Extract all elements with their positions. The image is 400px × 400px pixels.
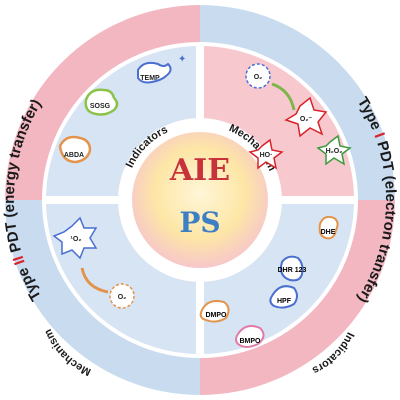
- sparkle-icon: ✦: [178, 54, 186, 65]
- peroxide-star-icon: [316, 134, 352, 166]
- indicators-type2: TEMP ✦ SOSG ABDA: [58, 54, 186, 164]
- singlet-oxygen-star-icon: [52, 216, 98, 260]
- center-disc: [132, 132, 268, 268]
- center-subtitle: PS: [179, 206, 220, 239]
- indicator-sosg-label: SOSG: [90, 103, 111, 110]
- indicator-dhe: DHE: [318, 215, 339, 240]
- arrow-icon: [80, 267, 109, 294]
- hydroxyl-star-icon: [248, 138, 284, 170]
- indicator-hpf: HPF: [269, 285, 298, 309]
- indicator-hpf-label: HPF: [277, 298, 292, 305]
- indicator-abda: ABDA: [58, 135, 92, 164]
- indicator-bmpo: BMPO: [235, 325, 265, 348]
- o2-label: O₂: [254, 74, 263, 81]
- indicators-type1: DHE DHR 123 HPF DMPO BMPO: [199, 215, 339, 348]
- indicator-bmpo-label: BMPO: [240, 338, 262, 345]
- indicator-temp: TEMP ✦: [137, 54, 186, 84]
- indicator-temp-label: TEMP: [140, 75, 160, 82]
- singlet-oxygen-label: ¹O₂: [71, 236, 82, 243]
- indicator-dmpo-label: DMPO: [206, 312, 228, 319]
- superoxide-star-icon: [284, 96, 328, 138]
- indicator-dhr-label: DHR 123: [278, 267, 307, 274]
- indicator-dhe-label: DHE: [321, 229, 336, 236]
- superoxide-label: O₂⁻: [300, 116, 313, 123]
- hydroxyl-label: HO·: [260, 152, 273, 159]
- arrow-icon: [271, 82, 296, 111]
- mechanism-type1: O₂ O₂⁻ HO· H₂O₂: [245, 63, 352, 170]
- indicator-sosg: SOSG: [84, 88, 119, 116]
- peroxide-label: H₂O₂: [326, 148, 343, 155]
- indicator-dmpo: DMPO: [199, 300, 230, 323]
- center-title: AIE: [169, 153, 230, 188]
- o2-circle: [109, 283, 135, 309]
- mechanism-type2: ¹O₂ O₂: [52, 216, 135, 309]
- o2-label: O₂: [118, 294, 127, 301]
- indicator-abda-label: ABDA: [64, 152, 84, 159]
- o2-circle: [245, 63, 271, 89]
- indicator-dhr: DHR 123: [278, 255, 307, 282]
